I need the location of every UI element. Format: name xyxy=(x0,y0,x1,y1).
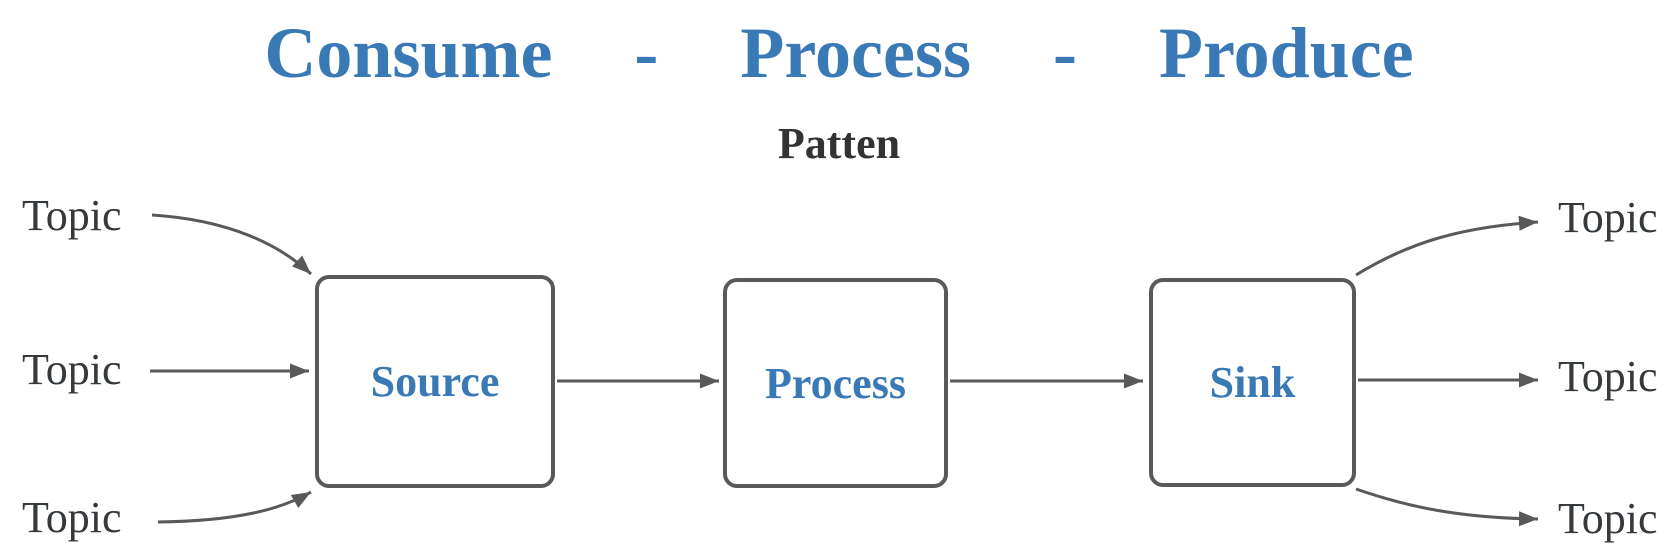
edge-topic3-to-source xyxy=(157,490,312,524)
node-process: Process xyxy=(723,278,948,488)
edge-sink-to-topic3 xyxy=(1355,487,1539,527)
node-sink-label: Sink xyxy=(1209,358,1296,407)
output-topic-3: Topic xyxy=(1558,494,1658,543)
output-topic-2: Topic xyxy=(1558,352,1658,401)
input-topic-3: Topic xyxy=(22,493,122,542)
page-title: Consume - Process - Produce xyxy=(264,13,1414,93)
edge-topic1-to-source xyxy=(151,213,313,276)
input-topic-1: Topic xyxy=(22,191,122,240)
node-sink: Sink xyxy=(1149,278,1356,487)
node-source: Source xyxy=(315,275,555,488)
input-topic-2: Topic xyxy=(22,345,122,394)
node-process-label: Process xyxy=(765,358,906,408)
edge-sink-to-topic1 xyxy=(1355,215,1539,277)
node-source-label: Source xyxy=(370,357,500,406)
output-topic-1: Topic xyxy=(1558,193,1658,242)
diagram-subtitle: Patten xyxy=(777,119,901,168)
